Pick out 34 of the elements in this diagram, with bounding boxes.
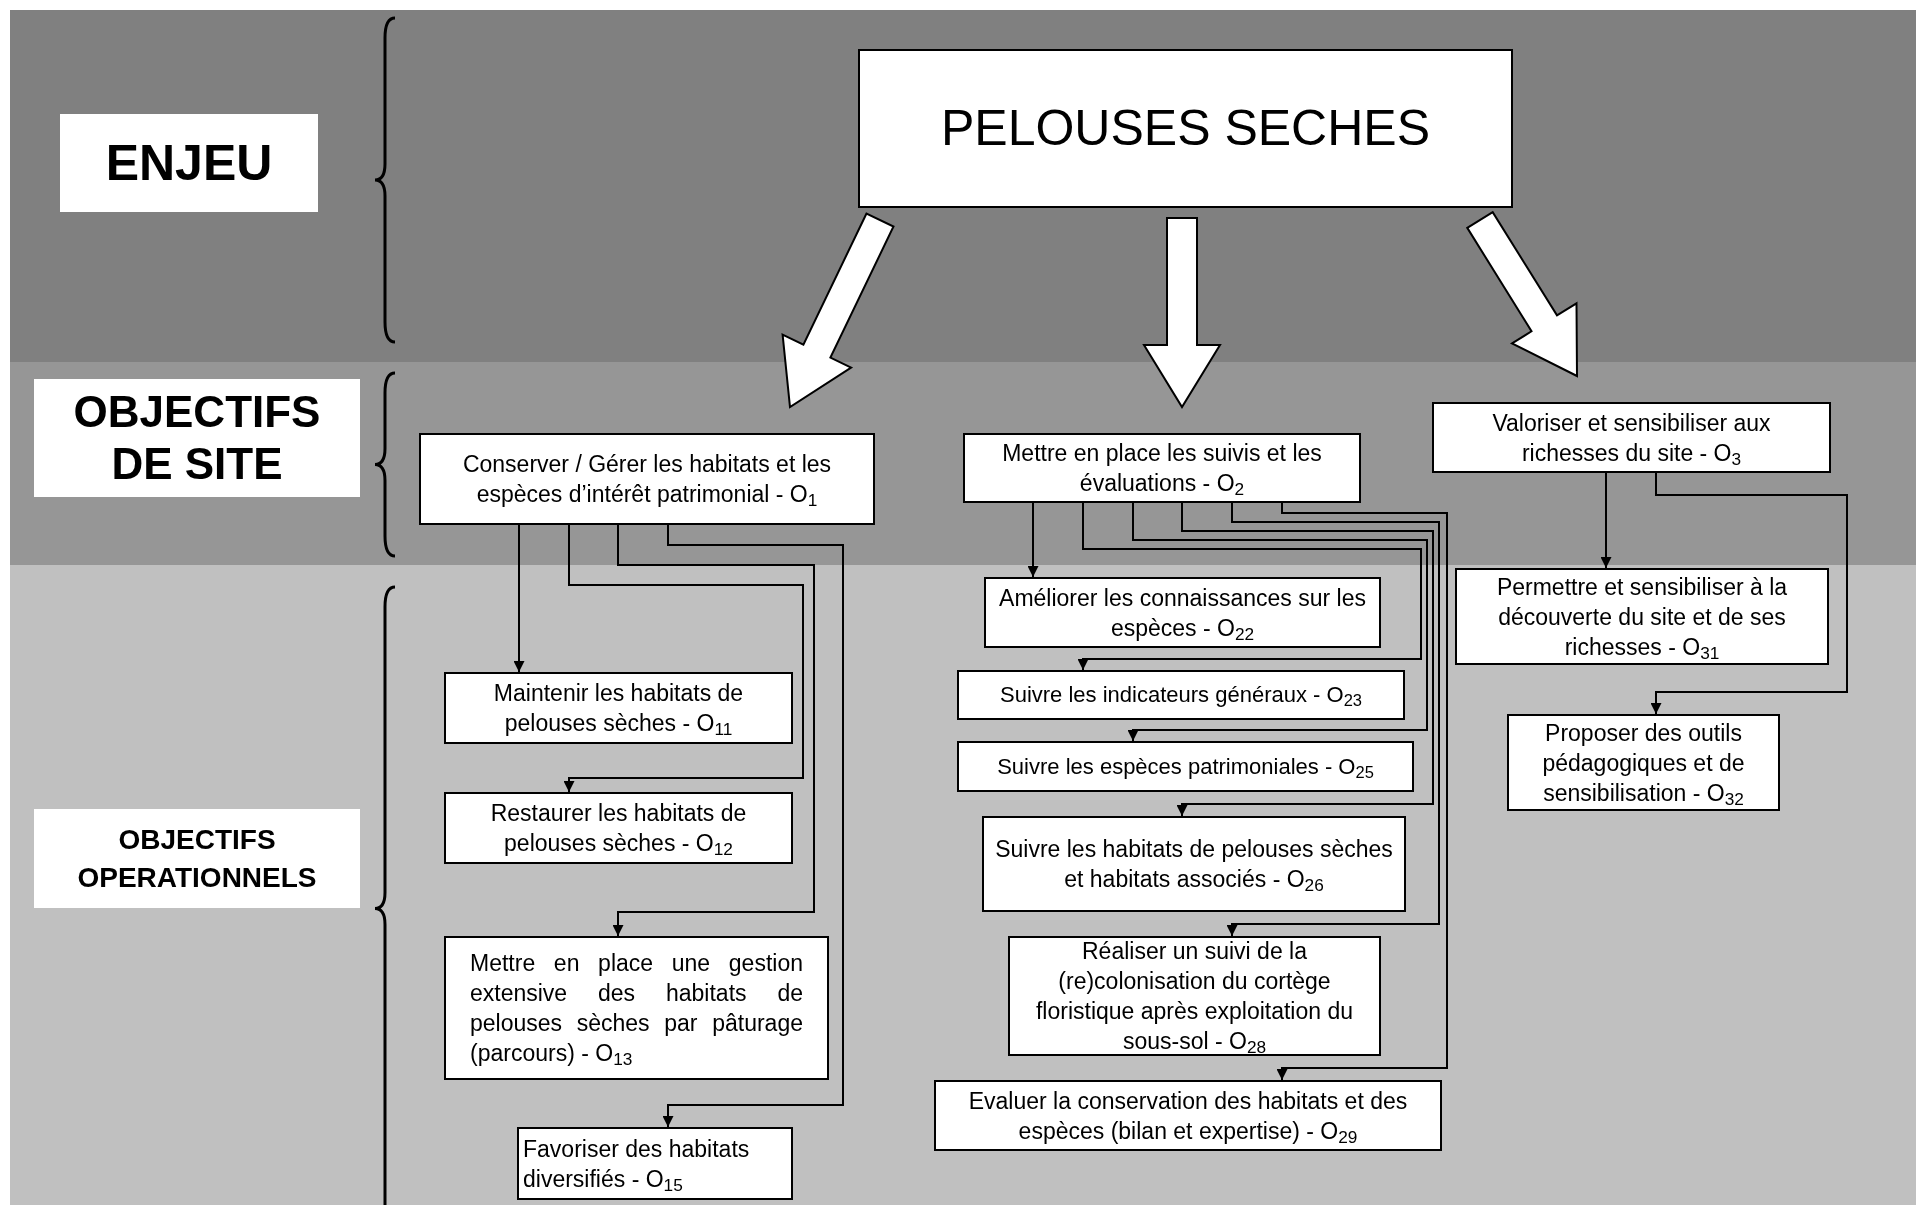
objective-box: Permettre et sensibiliser à la découverte du site et de ses richesses - O$_{31}$ — [1455, 568, 1829, 665]
block-arrow — [1465, 210, 1578, 378]
objective-box: Restaurer les habitats de pelouses sèches - O$_{12}$ — [444, 792, 793, 864]
arrow — [612, 524, 815, 937]
objective-box: Evaluer la conservation des habitats et des espèces (bilan et expertise) - O$_{29}$ — [934, 1080, 1442, 1151]
objective-box: Proposer des outils pédagogiques et de sensibilisation - O$_{32}$ — [1507, 714, 1780, 811]
arrow — [1226, 502, 1440, 937]
objective-box: Améliorer les connaissances sur les espèces - O$_{22}$ — [984, 577, 1381, 648]
arrow — [662, 524, 844, 1128]
objective-box: Suivre les espèces patrimoniales - O$_{25}$ — [957, 741, 1414, 792]
objective-box: Suivre les habitats de pelouses sèches et habitats associés - O$_{26}$ — [982, 816, 1406, 912]
objective-box: Maintenir les habitats de pelouses sèches - O$_{11}$ — [444, 672, 793, 744]
arrow — [1176, 502, 1434, 817]
objective-box: Mettre en place une gestion extensive des habitats de pelouses sèches par pâturage (parcours) - O$_{13}$ — [444, 936, 829, 1080]
objective-box: Mettre en place les suivis et les évaluations - O$_{2}$ — [963, 433, 1361, 503]
objective-box: Réaliser un suivi de la (re)colonisation du cortège floristique après exploitation du sous-sol - O$_{28}$ — [1008, 936, 1381, 1056]
objective-box: Suivre les indicateurs généraux - O$_{23}$ — [957, 670, 1405, 720]
level-label-box: OBJECTIFS OPERATIONNELS — [34, 809, 360, 908]
arrow — [563, 524, 804, 793]
objective-box: Conserver / Gérer les habitats et les espèces d’intérêt patrimonial - O$_{1}$ — [419, 433, 875, 525]
issue-box: PELOUSES SECHES — [858, 49, 1513, 208]
block-arrow — [1142, 217, 1222, 409]
arrow — [1600, 472, 1612, 569]
arrow — [1276, 502, 1448, 1081]
arrow — [1027, 502, 1039, 578]
objective-box: Valoriser et sensibiliser aux richesses du site - O$_{3}$ — [1432, 402, 1831, 473]
arrow — [1077, 502, 1422, 671]
level-label-box: OBJECTIFS DE SITE — [34, 379, 360, 497]
arrow — [1127, 502, 1428, 742]
level-label-box: ENJEU — [60, 114, 318, 212]
arrow — [513, 524, 525, 673]
block-arrow — [781, 212, 895, 409]
arrow — [1650, 472, 1848, 715]
objective-box: Favoriser des habitats diversifiés - O$_{15}$ — [517, 1127, 793, 1200]
